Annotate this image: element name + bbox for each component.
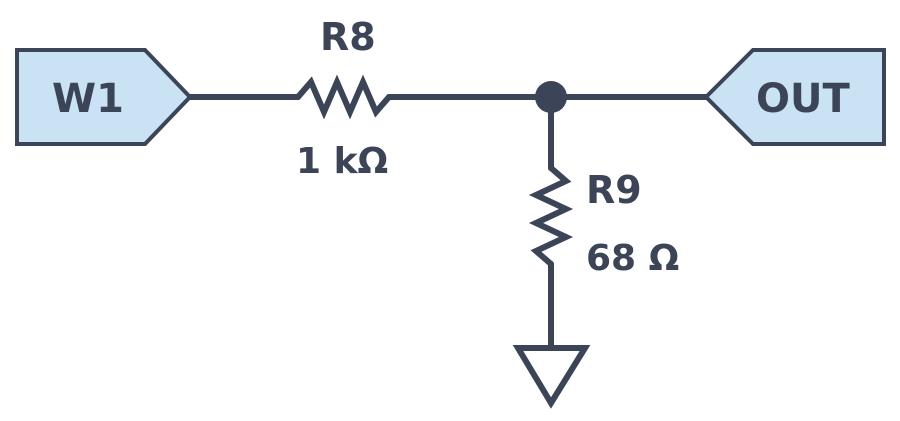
input-port-w1: W1	[15, 48, 193, 146]
resistor-r8	[295, 74, 392, 120]
output-port-out: OUT	[703, 48, 886, 146]
r8-value-label: 1 kΩ	[296, 141, 388, 182]
output-port-shape	[703, 48, 886, 146]
output-port-label: OUT	[756, 76, 850, 122]
resistor-r9	[528, 165, 574, 267]
input-port-label: W1	[52, 76, 124, 122]
ground-icon	[512, 345, 591, 409]
r9-ref-label: R9	[586, 168, 642, 212]
r8-ref-label: R8	[320, 15, 376, 59]
input-port-shape	[15, 48, 193, 146]
r9-value-label: 68 Ω	[586, 238, 679, 279]
